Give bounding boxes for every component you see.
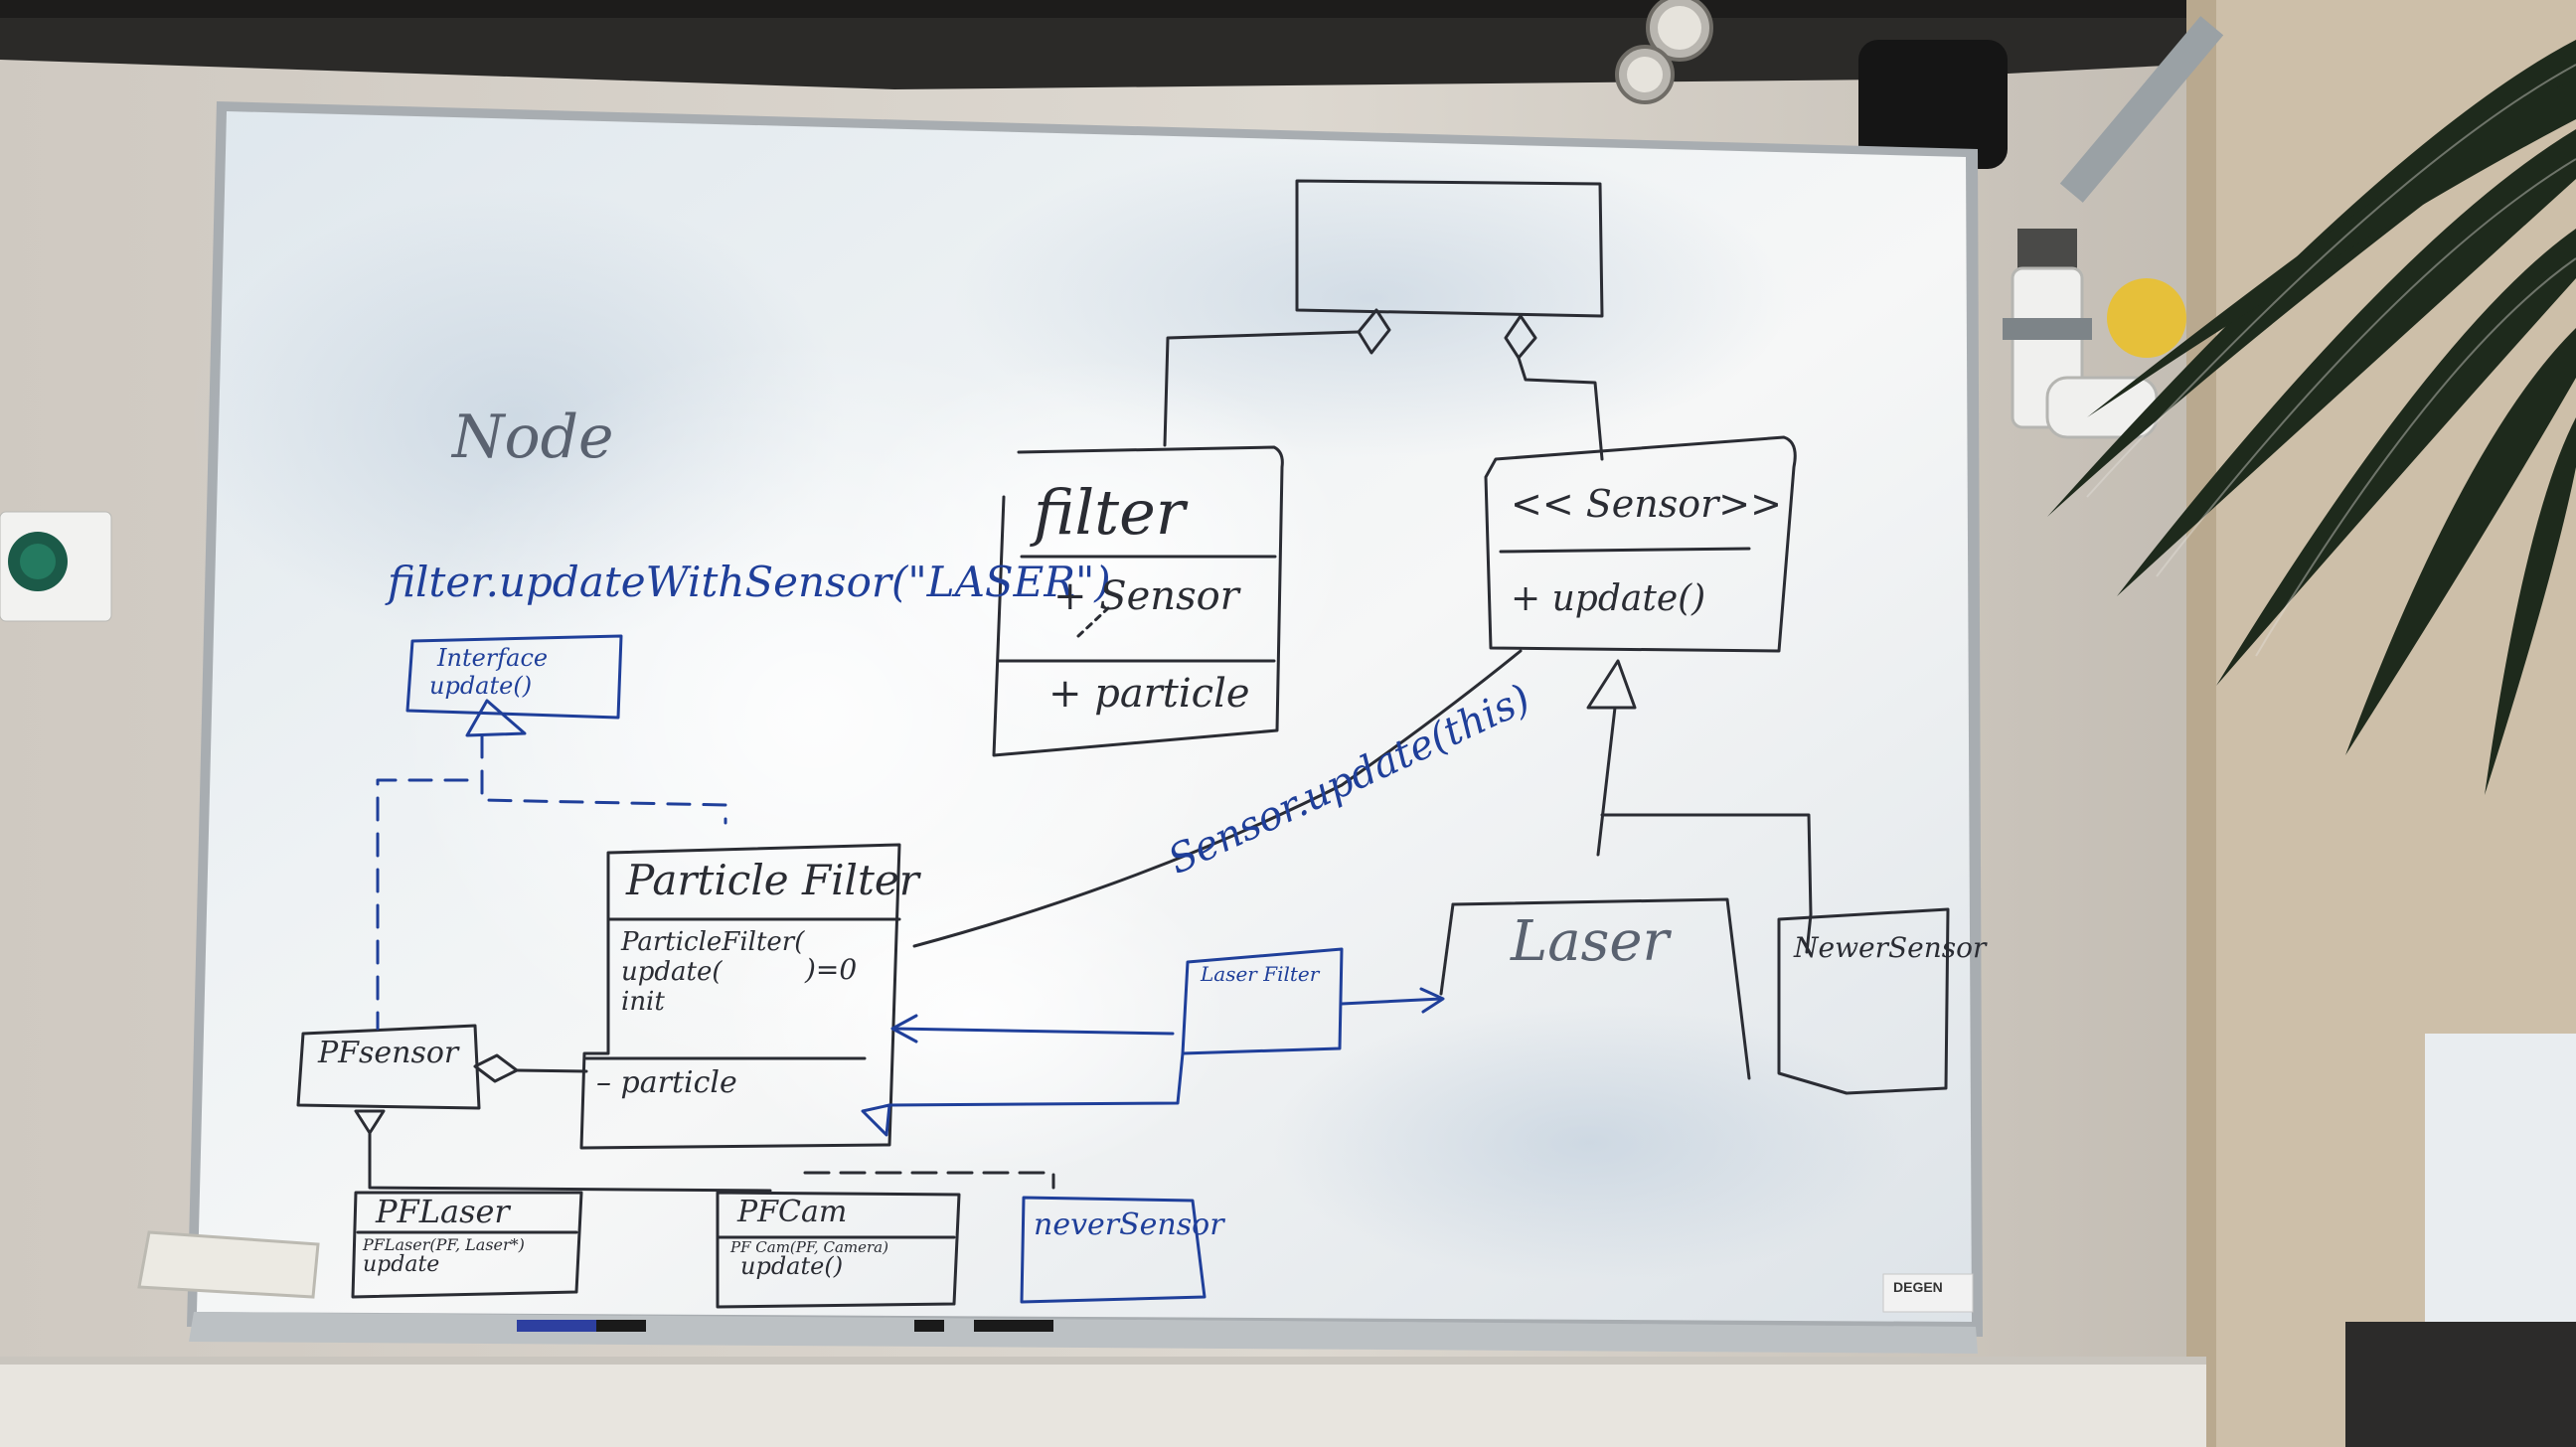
particle-filter-particle-attribute: – particle	[596, 1065, 737, 1100]
filter-particle-attribute: + particle	[1048, 671, 1250, 717]
node-label: Node	[452, 402, 614, 472]
laser-filter-label: Laser Filter	[1201, 962, 1320, 986]
palm-plant-illustration	[2047, 40, 2576, 795]
pfcam-constructor: PF Cam(PF, Camera)	[730, 1238, 888, 1256]
interface-update-label: update()	[429, 672, 533, 700]
filter-class-title: filter	[1034, 476, 1186, 549]
whiteboard-maker-logo: DEGEN	[1893, 1279, 1943, 1295]
particle-filter-constructor: ParticleFilter(	[621, 927, 805, 957]
filter-update-call-text: filter.updateWithSensor("LASER")	[388, 558, 1111, 606]
sensor-class-title: << Sensor>>	[1511, 482, 1782, 526]
newer-sensor-class-title: NewerSensor	[1794, 931, 1987, 964]
particle-filter-pure-virtual: )=0	[805, 953, 858, 986]
pfsensor-label: PFsensor	[318, 1036, 459, 1070]
pfcam-class-title: PFCam	[737, 1195, 848, 1229]
particle-filter-class-title: Particle Filter	[626, 856, 919, 904]
laser-class-title: Laser	[1511, 909, 1670, 974]
pflaser-class-title: PFLaser	[376, 1193, 510, 1230]
particle-filter-update-method: update(	[621, 957, 723, 987]
pflaser-constructor: PFLaser(PF, Laser*)	[363, 1235, 525, 1254]
sensor-update-method: + update()	[1511, 578, 1706, 619]
pflaser-update-method: update	[363, 1252, 440, 1277]
filter-sensor-attribute: + Sensor	[1053, 573, 1239, 619]
pfcam-update-method: update()	[740, 1252, 844, 1280]
never-sensor-label: neverSensor	[1034, 1207, 1224, 1242]
interface-label: Interface	[437, 644, 549, 672]
particle-filter-init-method: init	[621, 987, 665, 1017]
